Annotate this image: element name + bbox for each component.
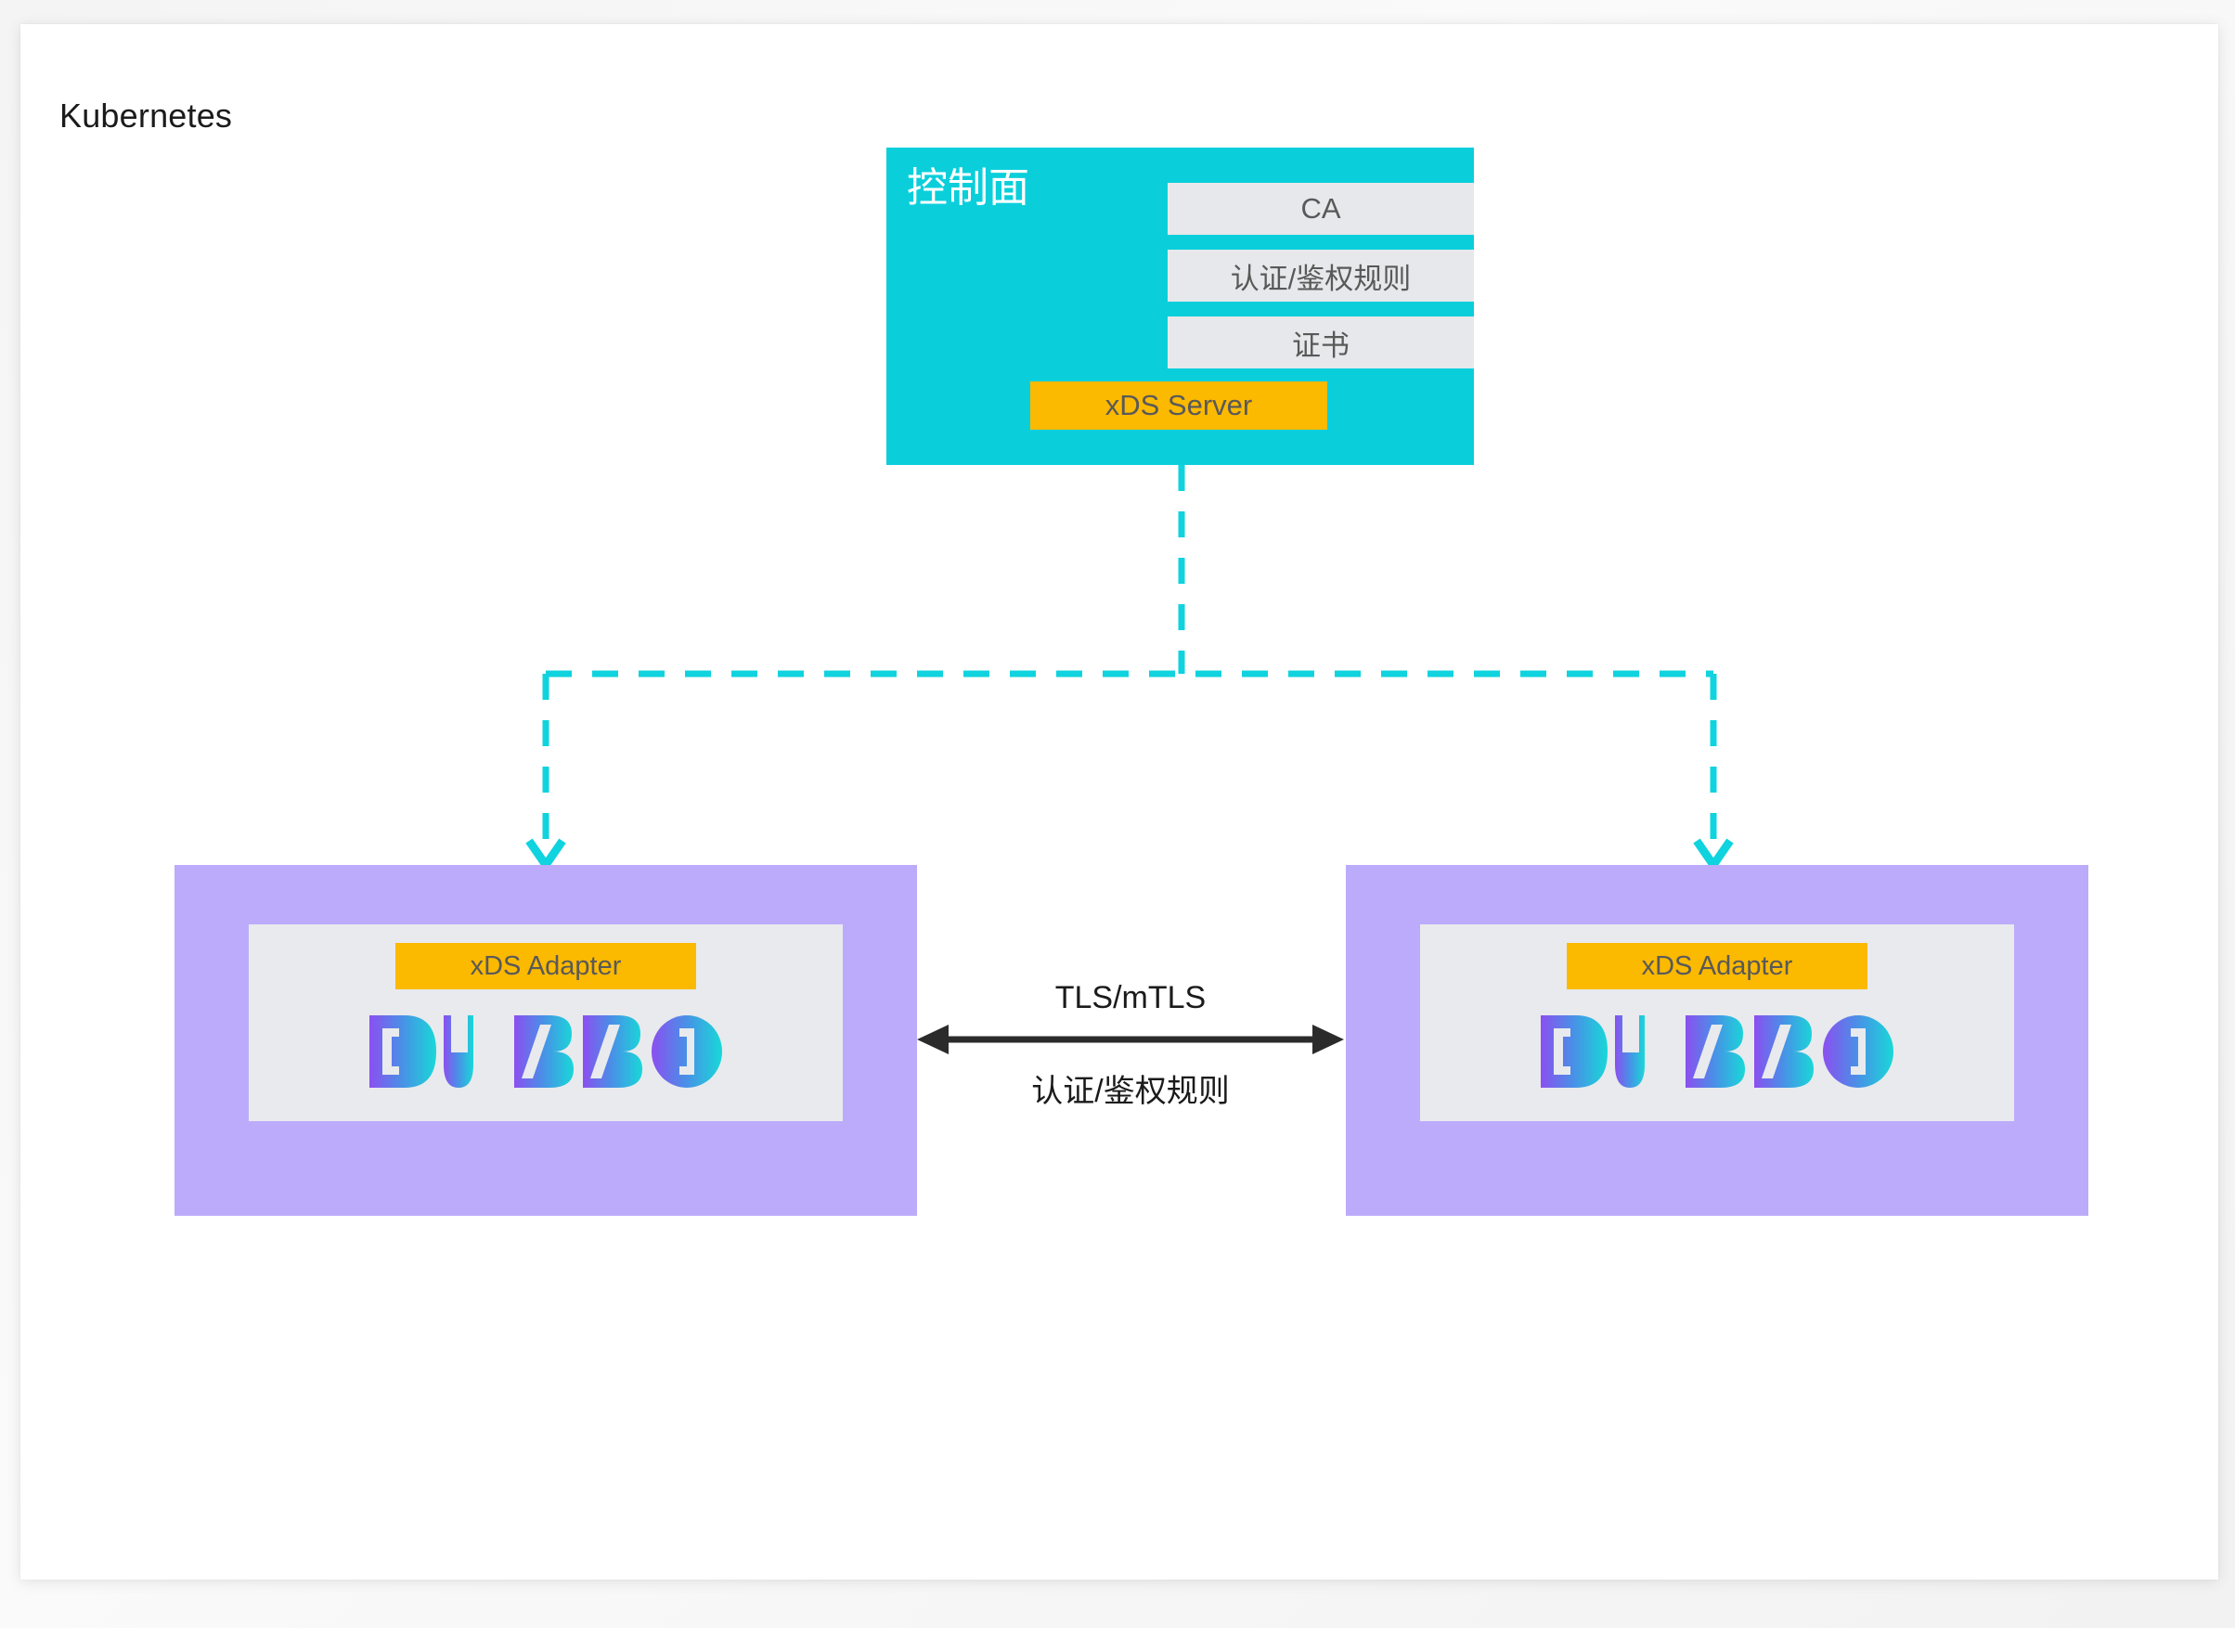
xds-adapter-box-right[interactable]: xDS Adapter xyxy=(1567,943,1867,989)
diagram-canvas: Kubernetes xyxy=(20,24,2218,1580)
peer-link-arrowhead-left xyxy=(917,1025,949,1054)
control-plane-box[interactable]: 控制面 CA 认证/鉴权规则 证书 xDS Server xyxy=(886,148,1474,465)
dubbo-logo-right xyxy=(1541,1015,1893,1088)
control-plane-title: 控制面 xyxy=(907,165,1029,211)
xds-adapter-box-left[interactable]: xDS Adapter xyxy=(395,943,696,989)
dubbo-logo-left xyxy=(369,1015,722,1088)
service-node-right[interactable]: xDS Adapter xyxy=(1346,865,2088,1216)
service-node-right-panel: xDS Adapter xyxy=(1420,924,2014,1121)
connector-arrowhead-left xyxy=(525,838,566,872)
control-plane-item-ca[interactable]: CA xyxy=(1168,183,1474,235)
peer-link-arrowhead-right xyxy=(1312,1025,1344,1054)
peer-link-label-bottom: 认证/鉴权规则 xyxy=(1031,1074,1230,1109)
control-plane-item-certificate[interactable]: 证书 xyxy=(1168,316,1474,368)
peer-link-label-top: TLS/mTLS xyxy=(1054,980,1207,1015)
control-plane-item-auth-rules[interactable]: 认证/鉴权规则 xyxy=(1168,250,1474,302)
cluster-label: Kubernetes xyxy=(59,97,233,135)
service-node-left-panel: xDS Adapter xyxy=(249,924,843,1121)
connector-arrowhead-right xyxy=(1693,838,1734,872)
xds-server-box[interactable]: xDS Server xyxy=(1030,381,1327,430)
service-node-left[interactable]: xDS Adapter xyxy=(174,865,917,1216)
